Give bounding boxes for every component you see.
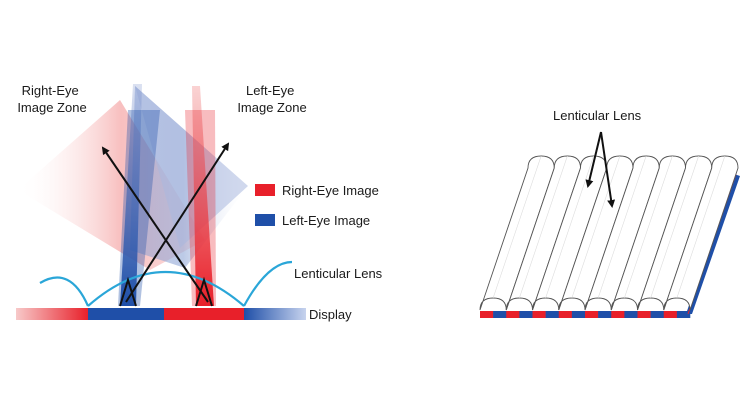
lens-pointer-arrow-2 <box>600 131 616 208</box>
lenticule-ridge <box>597 155 647 299</box>
lenticule-ridge <box>624 155 673 299</box>
left-eye-zone-edge <box>135 86 248 248</box>
display-stripe <box>480 311 494 318</box>
display-strip-red-1 <box>164 308 244 320</box>
lenticule-ridge <box>519 155 568 299</box>
left-diagram: Right-Eye Image Zone Left-Eye Image Zone… <box>16 83 383 322</box>
lenticular-lens-sheet <box>479 155 739 311</box>
lenticule <box>663 155 739 311</box>
display-stripe <box>545 311 560 318</box>
lenticule-ridge <box>492 155 542 299</box>
legend-swatch-left-eye <box>255 214 275 226</box>
display-stripe <box>663 311 678 318</box>
display-stripe <box>611 311 625 318</box>
display-stripe <box>558 311 573 318</box>
lens-sheet-display-stripes <box>480 311 691 318</box>
legend-label-left-eye: Left-Eye Image <box>282 213 370 228</box>
display-stripe <box>519 311 533 318</box>
display-stripe <box>532 311 546 318</box>
display-strip-blue-1 <box>88 308 164 320</box>
lens-pointer-arrow-1 <box>585 131 602 188</box>
legend-label-right-eye: Right-Eye Image <box>282 183 379 198</box>
blue-ray-arrow <box>101 146 209 303</box>
display-stripe <box>624 311 638 318</box>
display-stripe <box>637 311 651 318</box>
legend-swatch-right-eye <box>255 184 275 196</box>
display-strip-fade-right <box>244 308 306 320</box>
lenticular-lens-arcs <box>39 260 293 307</box>
lenticule-ridge <box>676 155 726 299</box>
display-stripe <box>506 311 520 318</box>
display-stripe <box>676 311 691 318</box>
display-strip-fade-left <box>16 308 88 320</box>
red-beam <box>192 86 214 306</box>
lenticule-ridge <box>650 155 699 299</box>
blue-beam-wide <box>118 110 160 306</box>
left-eye-zone-label: Left-Eye Image Zone <box>237 83 306 115</box>
red-beam-wide <box>185 110 216 306</box>
right-eye-zone-label: Right-Eye Image Zone <box>17 83 86 115</box>
display-stripe <box>585 311 599 318</box>
ray-origins <box>119 276 213 307</box>
display-label: Display <box>309 307 352 322</box>
blue-beam <box>120 84 142 306</box>
display-stripe <box>571 311 586 318</box>
lenticular-lens-label-right: Lenticular Lens <box>553 108 642 123</box>
display-stripe <box>493 311 507 318</box>
right-diagram: Lenticular Lens <box>479 108 740 318</box>
lenticular-lens-label: Lenticular Lens <box>294 266 383 281</box>
display-stripe <box>598 311 612 318</box>
red-ray-arrow <box>125 142 230 303</box>
display-stripe <box>650 311 665 318</box>
lenticule-ridge <box>571 155 621 299</box>
